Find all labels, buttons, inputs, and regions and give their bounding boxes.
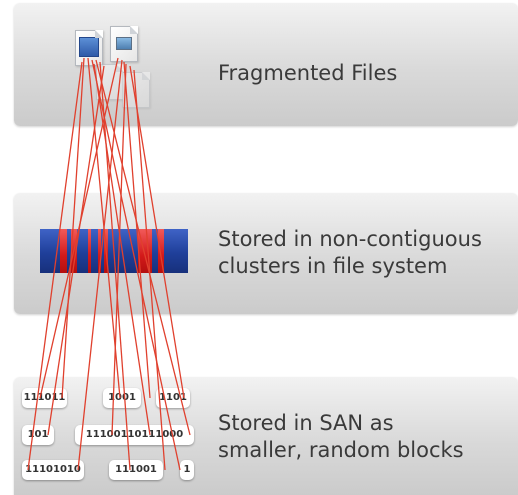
binary-block: 11101010	[22, 460, 84, 480]
binary-block: 1101	[156, 388, 190, 408]
binary-block: 111001	[109, 460, 163, 480]
binary-block: 11100110111000	[75, 425, 194, 445]
cluster-bar	[40, 229, 188, 273]
file-system-label: Stored in non-contiguous clusters in fil…	[218, 227, 482, 278]
cluster-fragment	[71, 229, 77, 273]
fragmented-files-label: Fragmented Files	[218, 61, 398, 85]
binary-block: 101	[22, 425, 54, 445]
binary-block: 1001	[103, 388, 141, 408]
cluster-fragment	[158, 229, 164, 273]
cluster-fragment	[104, 229, 108, 273]
binary-block: 111011	[22, 388, 67, 408]
cluster-fragment	[98, 229, 101, 273]
cluster-fragment	[88, 229, 91, 273]
san-label: Stored in SAN as smaller, random blocks	[218, 411, 464, 462]
document-file-icon	[75, 30, 103, 66]
image-file-icon	[110, 26, 138, 62]
binary-block: 1	[180, 460, 194, 480]
fragment-file-icon	[96, 64, 124, 100]
fragment-file-icon	[122, 72, 150, 108]
document-badge-icon	[79, 37, 99, 57]
cluster-fragment	[138, 229, 152, 273]
cluster-fragment	[60, 229, 67, 273]
image-badge-icon	[116, 37, 132, 50]
